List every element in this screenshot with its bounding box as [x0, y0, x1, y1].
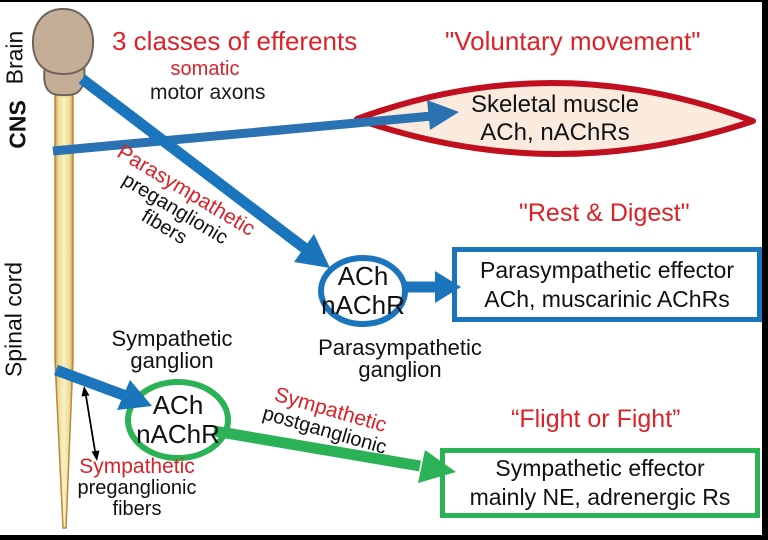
rest-and-digest-title: "Rest & Digest" [519, 199, 690, 227]
sympathetic-preganglionic-label: Sympathetic preganglionic fibers [57, 456, 217, 520]
somatic-label: somatic [170, 58, 240, 80]
skeletal-muscle-line2: ACh, nAChRs [480, 119, 630, 146]
brain-shape [31, 7, 95, 76]
sym-effector-line2: mainly NE, adrenergic Rs [469, 484, 731, 510]
frame-right [762, 0, 768, 540]
parasympathetic-ganglion-label: ACh nAChR [313, 262, 413, 320]
parasympathetic-preganglionic-label: Parasympathetic preganglionic fibers [81, 135, 268, 283]
cns-label: CNS [4, 100, 31, 149]
sym-ach: ACh [152, 390, 204, 420]
sym-effector-line1: Sympathetic effector [495, 455, 705, 481]
parasym-effector-line2: ACh, muscarinic AChRs [484, 285, 730, 312]
frame-bottom [0, 535, 768, 540]
motor-axons-label: motor axons [150, 81, 266, 104]
sympathetic-effector-box: Sympathetic effector mainly NE, adrenerg… [440, 448, 760, 518]
parasym-caption-line1: Parasympathetic [318, 335, 482, 360]
parasym-caption-line2: ganglion [358, 357, 442, 382]
sympathetic-ganglion-label: ACh nAChR [128, 391, 228, 449]
sym-nachr: nAChR [136, 419, 220, 449]
fibers-pre-word: fibers [112, 498, 162, 520]
brain-label: Brain [1, 30, 28, 85]
parasym-ach: ACh [337, 261, 389, 291]
sym-caption-line1: Sympathetic [111, 326, 233, 351]
brain-lower-lobe [43, 63, 86, 97]
sym-caption-line2: ganglion [130, 348, 214, 373]
parasym-nachr: nAChR [321, 290, 405, 320]
preganglionic-pre-word: preganglionic [77, 477, 197, 499]
parasympathetic-ganglion-caption: Parasympathetic ganglion [300, 337, 500, 381]
skeletal-muscle-line1: Skeletal muscle [470, 91, 640, 118]
title-3-classes: 3 classes of efferents [112, 26, 358, 56]
skeletal-muscle-label: Skeletal muscle ACh, nAChRs [420, 91, 690, 147]
spinal-cord-label: Spinal cord [0, 261, 27, 378]
parasym-effector-line1: Parasympathetic effector [480, 256, 734, 283]
voluntary-movement-title: "Voluntary movement" [445, 26, 701, 56]
flight-or-fight-title: “Flight or Fight” [511, 405, 681, 433]
sympathetic-ganglion-caption: Sympathetic ganglion [72, 328, 272, 372]
parasympathetic-effector-box: Parasympathetic effector ACh, muscarinic… [452, 247, 762, 322]
frame-top [0, 0, 768, 2]
preganglionic-pointer-arrow [81, 386, 100, 461]
sympathetic-pre-word: Sympathetic [79, 455, 195, 478]
sympathetic-postganglionic-label: Sympathetic postganglionic [237, 376, 417, 466]
